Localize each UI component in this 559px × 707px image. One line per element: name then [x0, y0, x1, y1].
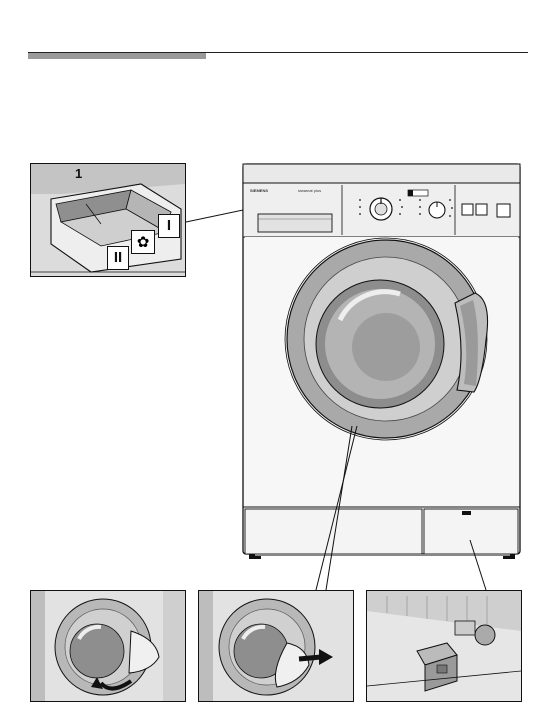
plinth-panel — [245, 509, 422, 554]
washing-machine — [243, 164, 520, 559]
option-button-1 — [462, 204, 473, 215]
model-text: siwamat plus — [298, 188, 321, 193]
option-button-2 — [476, 204, 487, 215]
door-open-swing-panel — [198, 590, 354, 702]
on-off-button — [497, 204, 510, 217]
compartment-I-label: I — [167, 217, 171, 234]
machine-top — [243, 164, 520, 183]
compartment-I-marker: I — [158, 214, 180, 238]
compartment-II-marker: II — [107, 246, 129, 270]
pump-filter-panel — [366, 590, 522, 702]
door-open-pull-panel — [30, 590, 186, 702]
dispenser-detail-panel: 1 I ✿ II — [30, 163, 186, 277]
service-flap — [424, 509, 518, 554]
service-flap-catch — [462, 511, 471, 515]
filter-icon — [475, 625, 495, 645]
detergent-drawer — [258, 214, 332, 232]
compartment-1-label: 1 — [75, 166, 82, 181]
brand-text: SIEMENS — [250, 188, 268, 193]
flower-icon: ✿ — [131, 230, 155, 254]
compartment-II-label: II — [114, 249, 122, 266]
